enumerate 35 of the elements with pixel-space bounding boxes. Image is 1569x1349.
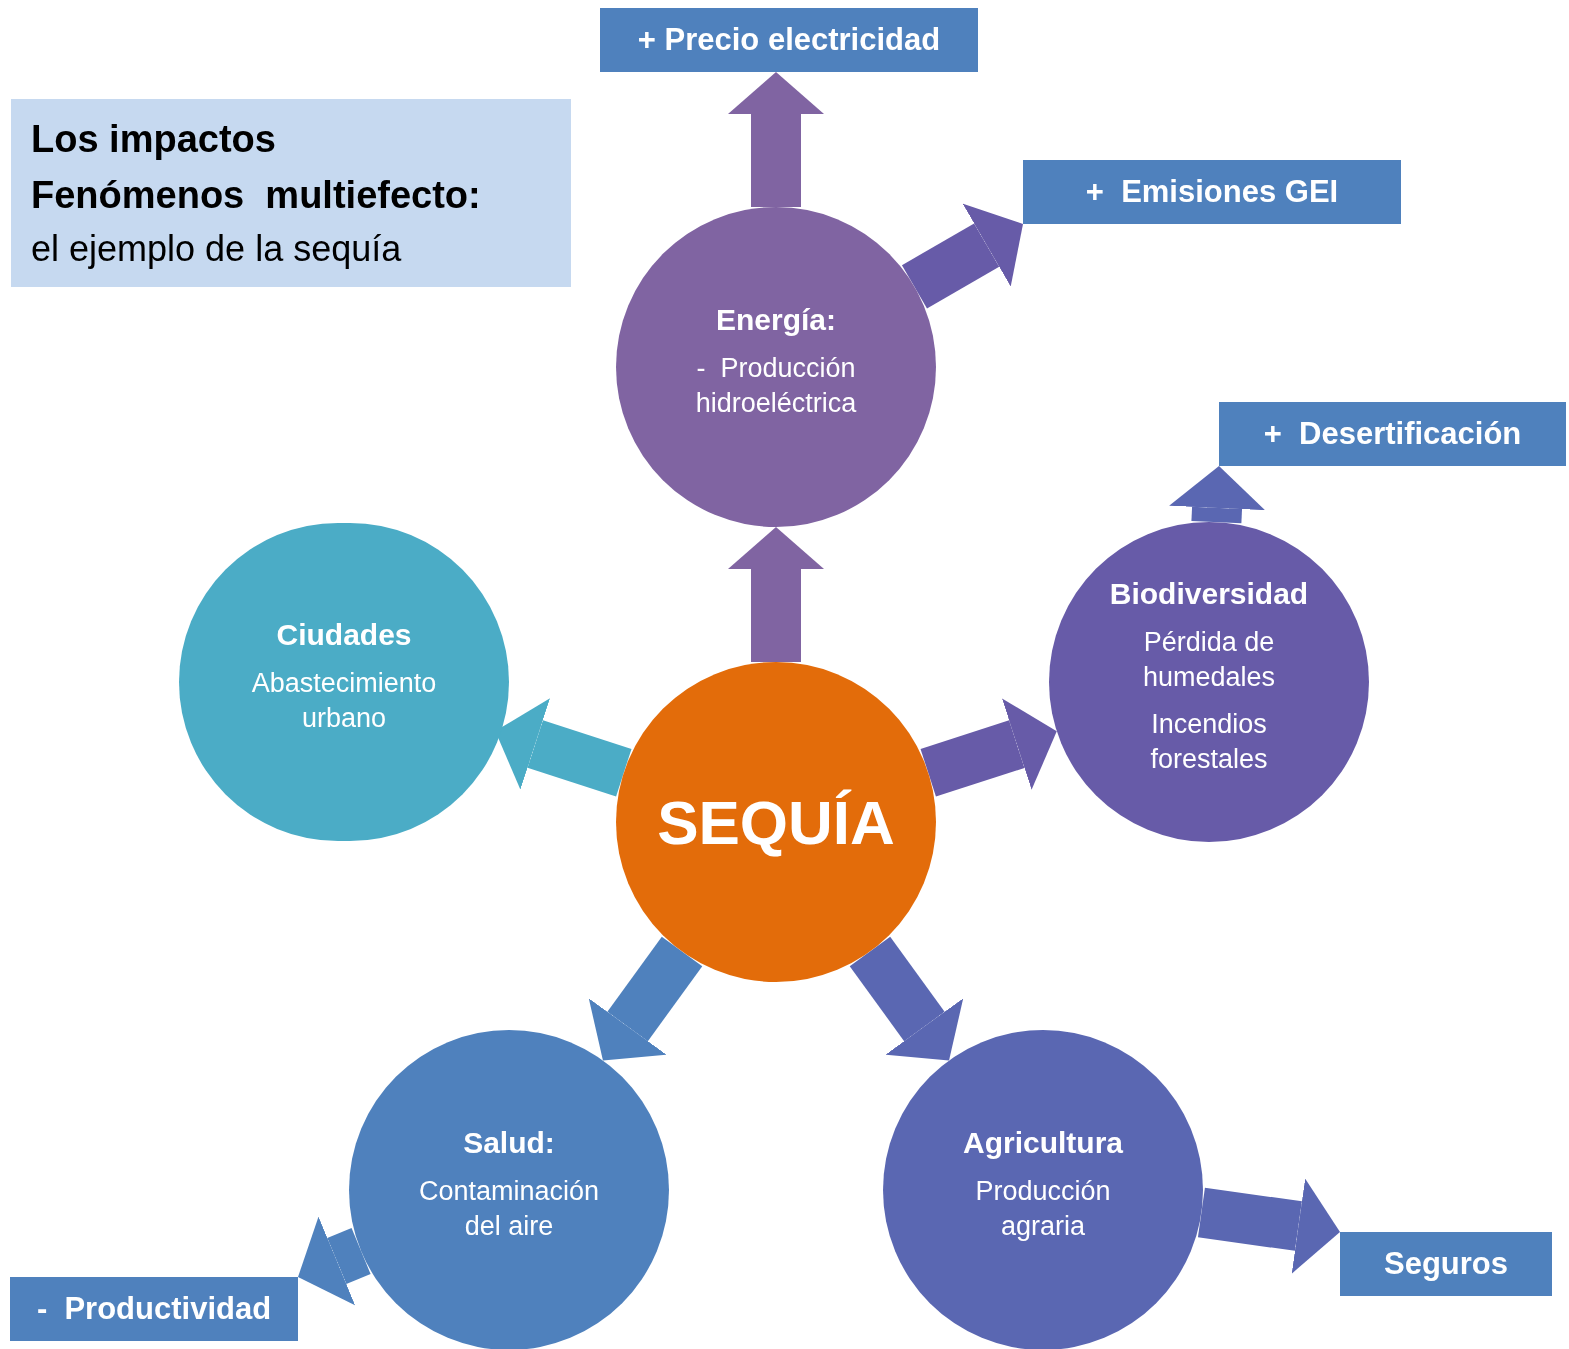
title-box — [11, 99, 571, 287]
center-label: SEQUÍA — [657, 786, 895, 859]
node-heading: Ciudades — [276, 617, 412, 653]
effect-label: + Precio electricidad — [637, 20, 941, 59]
node-heading: Salud: — [463, 1125, 555, 1161]
title-text: el ejemplo de la sequía — [31, 227, 402, 271]
title-text: Fenómenos multiefecto: — [31, 173, 481, 218]
effect-box — [600, 8, 978, 72]
block-arrow — [920, 698, 1057, 797]
node-heading: Energía: — [715, 302, 836, 338]
node-text: - Producción hidroeléctrica — [694, 352, 858, 420]
node-text: Abastecimiento urbano — [250, 667, 438, 735]
effect-box — [1219, 402, 1566, 466]
effect-label: Seguros — [1384, 1244, 1508, 1283]
block-arrow — [901, 203, 1023, 309]
effect-label: + Desertificación — [1263, 414, 1522, 453]
block-arrow — [298, 1216, 371, 1306]
node-text: Incendios forestales — [1149, 708, 1269, 776]
block-arrow — [1197, 1178, 1340, 1274]
block-arrow — [849, 936, 964, 1061]
block-arrow — [1169, 466, 1265, 524]
effect-label: + Emisiones GEI — [1085, 172, 1339, 211]
node-heading: Biodiversidad — [1109, 576, 1309, 612]
effect-box — [10, 1277, 298, 1341]
title-text: Los impactos — [31, 117, 276, 162]
effect-box — [1023, 160, 1401, 224]
node-heading: Agricultura — [963, 1125, 1123, 1161]
effect-box — [1340, 1232, 1552, 1296]
node-text: Pérdida de humedales — [1141, 626, 1277, 694]
block-arrow — [728, 72, 824, 207]
block-arrow — [728, 527, 824, 662]
effect-label: - Productividad — [36, 1289, 272, 1328]
node-text: Producción agraria — [974, 1175, 1112, 1243]
node-text: Contaminación del aire — [417, 1175, 601, 1243]
block-arrow — [588, 936, 703, 1061]
